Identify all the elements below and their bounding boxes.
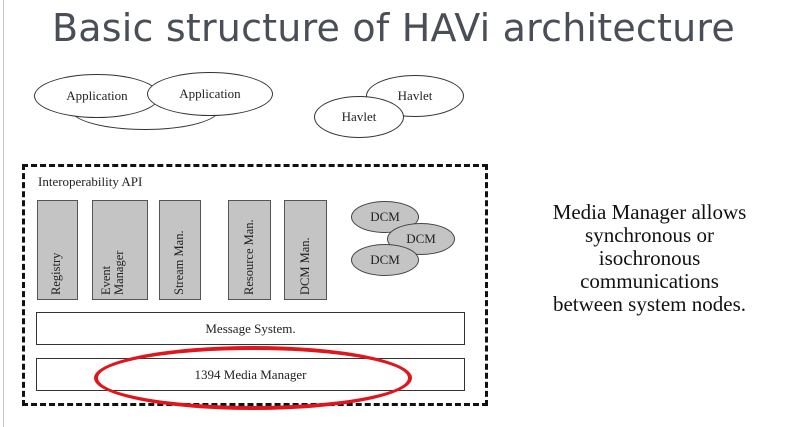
side-note-line-3: isochronous	[598, 246, 701, 270]
resource-manager-label: Resource Man.	[241, 219, 256, 295]
resource-manager-box: Resource Man.	[228, 200, 271, 300]
application-label-2: Application	[179, 86, 241, 101]
message-system-layer: Message System.	[36, 312, 465, 345]
side-note-line-4: communications	[580, 269, 719, 293]
havlet-ellipse-front: Havlet	[314, 96, 404, 138]
dcm-label-3: DCM	[370, 252, 400, 267]
application-label-1: Application	[66, 88, 128, 103]
dcm-ellipse-2: DCM	[387, 223, 455, 255]
dcm-manager-label: DCM Man.	[297, 237, 312, 295]
event-manager-box: Event Manager	[92, 200, 148, 300]
registry-box: Registry	[37, 200, 78, 300]
slide-left-border	[3, 0, 4, 427]
registry-label: Registry	[48, 252, 63, 295]
side-note: Media Manager allows synchronous or isoc…	[517, 201, 782, 316]
havlet-label-front: Havlet	[341, 109, 377, 124]
application-ellipse-1: Application	[34, 74, 160, 118]
dcm-ellipse-1: DCM	[351, 201, 419, 233]
application-ellipse-2: Application	[147, 72, 273, 116]
message-system-label: Message System.	[205, 320, 296, 336]
stream-manager-box: Stream Man.	[159, 200, 201, 300]
slide-title: Basic structure of HAVi architecture	[52, 6, 735, 50]
dcm-label-1: DCM	[370, 209, 400, 224]
dcm-label-2: DCM	[406, 231, 436, 246]
interoperability-api-label: Interoperability API	[38, 174, 143, 189]
havlet-label-back: Havlet	[397, 88, 433, 103]
side-note-line-1: Media Manager allows	[552, 200, 747, 224]
event-manager-label: Event Manager	[99, 250, 126, 295]
dcm-manager-box: DCM Man.	[284, 200, 327, 300]
side-note-line-5: between system nodes.	[552, 292, 747, 316]
side-note-line-2: synchronous or	[585, 223, 714, 247]
dcm-ellipse-3: DCM	[351, 244, 419, 276]
media-manager-highlight	[94, 346, 412, 410]
stream-manager-label: Stream Man.	[172, 230, 186, 295]
